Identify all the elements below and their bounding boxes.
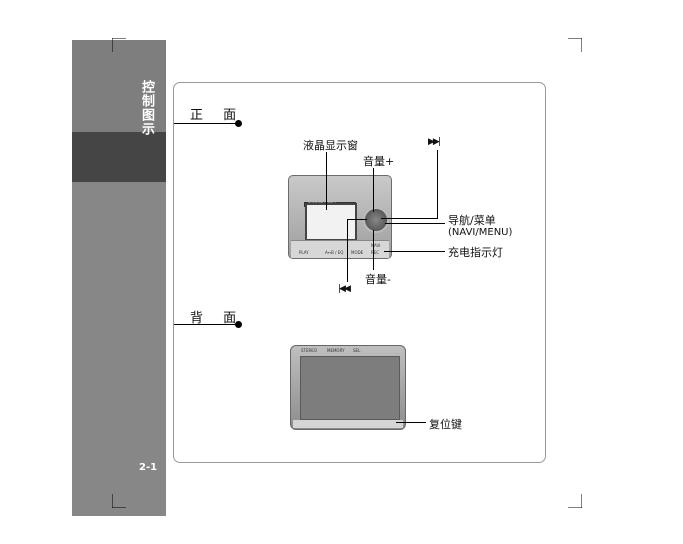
volume-down-leader	[373, 230, 374, 270]
navi-joystick	[363, 207, 389, 233]
page-number: 2-1	[139, 462, 158, 473]
volume-up-leader	[373, 168, 374, 212]
reset-leader	[396, 422, 426, 423]
sidebar	[72, 40, 166, 516]
next-track-icon: ▶▶|	[428, 137, 441, 147]
front-header-dot	[235, 120, 242, 127]
back-section-title: 背 面	[190, 311, 245, 326]
back-header-rule	[174, 324, 238, 325]
next-track-leader-h	[381, 218, 438, 219]
next-track-leader-v	[437, 150, 438, 219]
sidebar-dark-band	[72, 132, 166, 182]
crop-mark-top-right	[568, 38, 582, 52]
front-button-label-play: PLAY	[299, 250, 309, 255]
navi-leader	[385, 223, 445, 224]
front-button-label-rec: REC	[371, 250, 380, 255]
previous-track-leader-v	[347, 219, 348, 282]
sidebar-title: 控制图示	[139, 80, 154, 136]
navi-label-en: (NAVI/MENU)	[448, 227, 513, 238]
volume-down-label: 音量-	[365, 273, 391, 286]
previous-track-leader-h	[347, 219, 367, 220]
back-bottom-strip	[293, 420, 403, 428]
sidebar-header-block	[72, 40, 166, 132]
front-header-rule	[174, 123, 238, 124]
back-header-dot	[235, 321, 242, 328]
back-panel	[300, 356, 400, 420]
previous-track-icon: |◀◀	[338, 284, 351, 294]
front-button-label-mode: MODE	[351, 250, 364, 255]
lcd-screen	[305, 203, 357, 241]
lcd-leader	[326, 152, 327, 210]
player-back-view: STEREO MEMORY SEL	[290, 345, 406, 430]
navi-label: 导航/菜单	[448, 214, 496, 227]
front-button-label-ab-eq: A↔B / EQ	[325, 250, 344, 255]
charge-indicator-label: 充电指示灯	[448, 246, 503, 259]
reset-key-label: 复位键	[429, 418, 462, 431]
player-front-view: DIRECT MEDIA DECODING PLAY A↔B / EQ MODE…	[288, 175, 392, 259]
front-button-strip: PLAY A↔B / EQ MODE REC NAVI	[291, 240, 389, 258]
charge-leader	[384, 251, 445, 252]
crop-mark-top-left	[112, 38, 126, 52]
crop-mark-bottom-left	[112, 494, 126, 508]
back-button-label-stereo: STEREO	[301, 348, 317, 353]
back-button-label-sel: SEL	[353, 348, 361, 353]
crop-mark-bottom-right	[568, 494, 582, 508]
back-button-label-memory: MEMORY	[327, 348, 345, 353]
front-section-title: 正 面	[190, 108, 245, 123]
volume-up-label: 音量+	[363, 155, 395, 168]
front-button-label-navi: NAVI	[371, 243, 381, 248]
lcd-label: 液晶显示窗	[303, 139, 358, 152]
